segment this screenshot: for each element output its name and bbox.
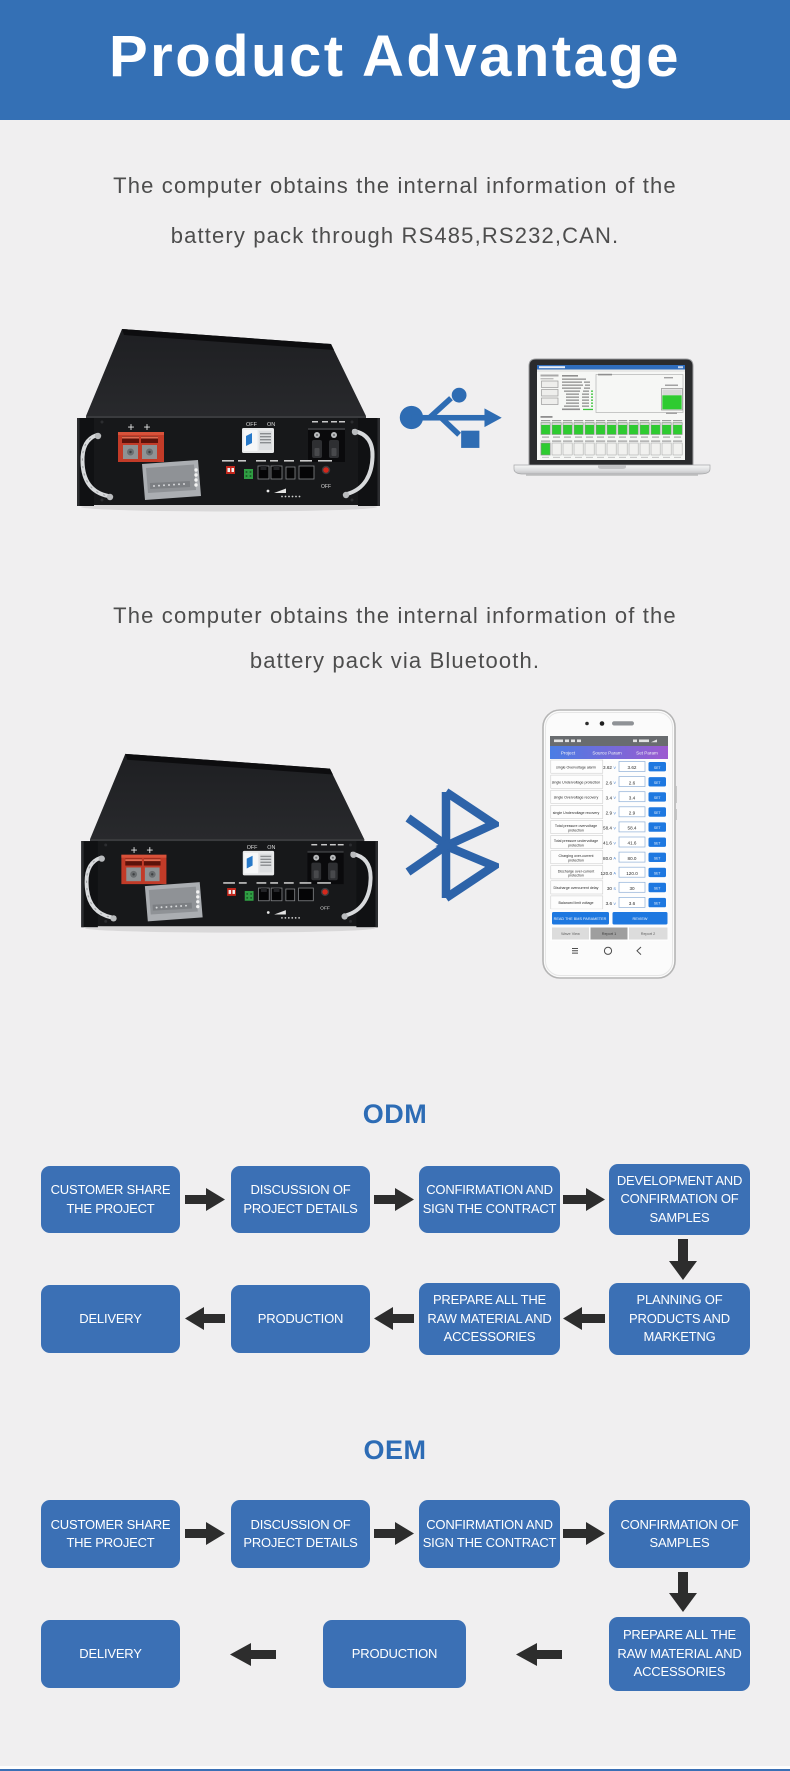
svg-text:80.0: 80.0 <box>628 856 637 861</box>
svg-text:Source Param: Source Param <box>592 751 622 756</box>
svg-text:Discharge overcurrent delay: Discharge overcurrent delay <box>554 886 599 890</box>
svg-text:Project: Project <box>561 751 576 756</box>
svg-text:V: V <box>614 826 617 830</box>
svg-text:120.0: 120.0 <box>626 871 638 876</box>
svg-text:58.4: 58.4 <box>628 826 637 831</box>
svg-text:3.62: 3.62 <box>628 765 637 770</box>
svg-text:41.6: 41.6 <box>628 841 637 846</box>
svg-text:30: 30 <box>607 886 613 891</box>
svg-text:Total pressure overvoltage: Total pressure overvoltage <box>555 824 597 828</box>
svg-text:2.6: 2.6 <box>606 780 613 785</box>
svg-text:V: V <box>614 902 617 906</box>
svg-text:V: V <box>614 796 617 800</box>
svg-text:V: V <box>614 781 617 785</box>
svg-text:SET: SET <box>654 766 661 770</box>
svg-text:3.4: 3.4 <box>629 795 636 800</box>
svg-text:A: A <box>614 872 617 876</box>
svg-text:protection: protection <box>568 874 584 878</box>
svg-text:protection: protection <box>568 859 584 863</box>
svg-text:S: S <box>614 887 617 891</box>
svg-text:2.6: 2.6 <box>629 780 636 785</box>
svg-text:3.6: 3.6 <box>629 901 636 906</box>
svg-text:single Undervoltage protection: single Undervoltage protection <box>552 781 601 785</box>
svg-text:Wave View: Wave View <box>561 932 580 936</box>
svg-text:single Overvoltage alarm: single Overvoltage alarm <box>556 766 596 770</box>
svg-text:80.0: 80.0 <box>603 856 612 861</box>
svg-text:3.62: 3.62 <box>603 765 612 770</box>
svg-text:single Undervoltage recovery: single Undervoltage recovery <box>553 811 600 815</box>
svg-text:30: 30 <box>629 886 635 891</box>
svg-text:Report 2: Report 2 <box>641 932 656 936</box>
svg-text:single Overvoltage recovery: single Overvoltage recovery <box>554 796 599 800</box>
svg-text:protection: protection <box>568 828 584 832</box>
svg-text:41.6: 41.6 <box>603 841 612 846</box>
svg-text:Discharge over-current: Discharge over-current <box>558 869 595 873</box>
svg-text:120.0: 120.0 <box>601 871 613 876</box>
svg-text:2.9: 2.9 <box>629 811 636 816</box>
svg-text:58.4: 58.4 <box>603 826 612 831</box>
svg-text:Report 1: Report 1 <box>602 932 617 936</box>
svg-text:Balanced limit voltage: Balanced limit voltage <box>559 901 594 905</box>
svg-text:3.4: 3.4 <box>606 795 613 800</box>
svg-text:V: V <box>614 766 617 770</box>
svg-text:V: V <box>614 842 617 846</box>
svg-text:V: V <box>614 811 617 815</box>
svg-text:3.6: 3.6 <box>606 901 613 906</box>
svg-text:A: A <box>614 857 617 861</box>
svg-text:REVIEW: REVIEW <box>633 917 648 921</box>
svg-text:2.9: 2.9 <box>606 811 613 816</box>
svg-text:Total pressure undervoltage: Total pressure undervoltage <box>554 839 598 843</box>
svg-text:Set Param: Set Param <box>636 751 658 756</box>
svg-text:READ THE BMS PARAMETER: READ THE BMS PARAMETER <box>554 917 607 921</box>
svg-text:protection: protection <box>568 844 584 848</box>
svg-text:Charging over-current: Charging over-current <box>559 854 594 858</box>
